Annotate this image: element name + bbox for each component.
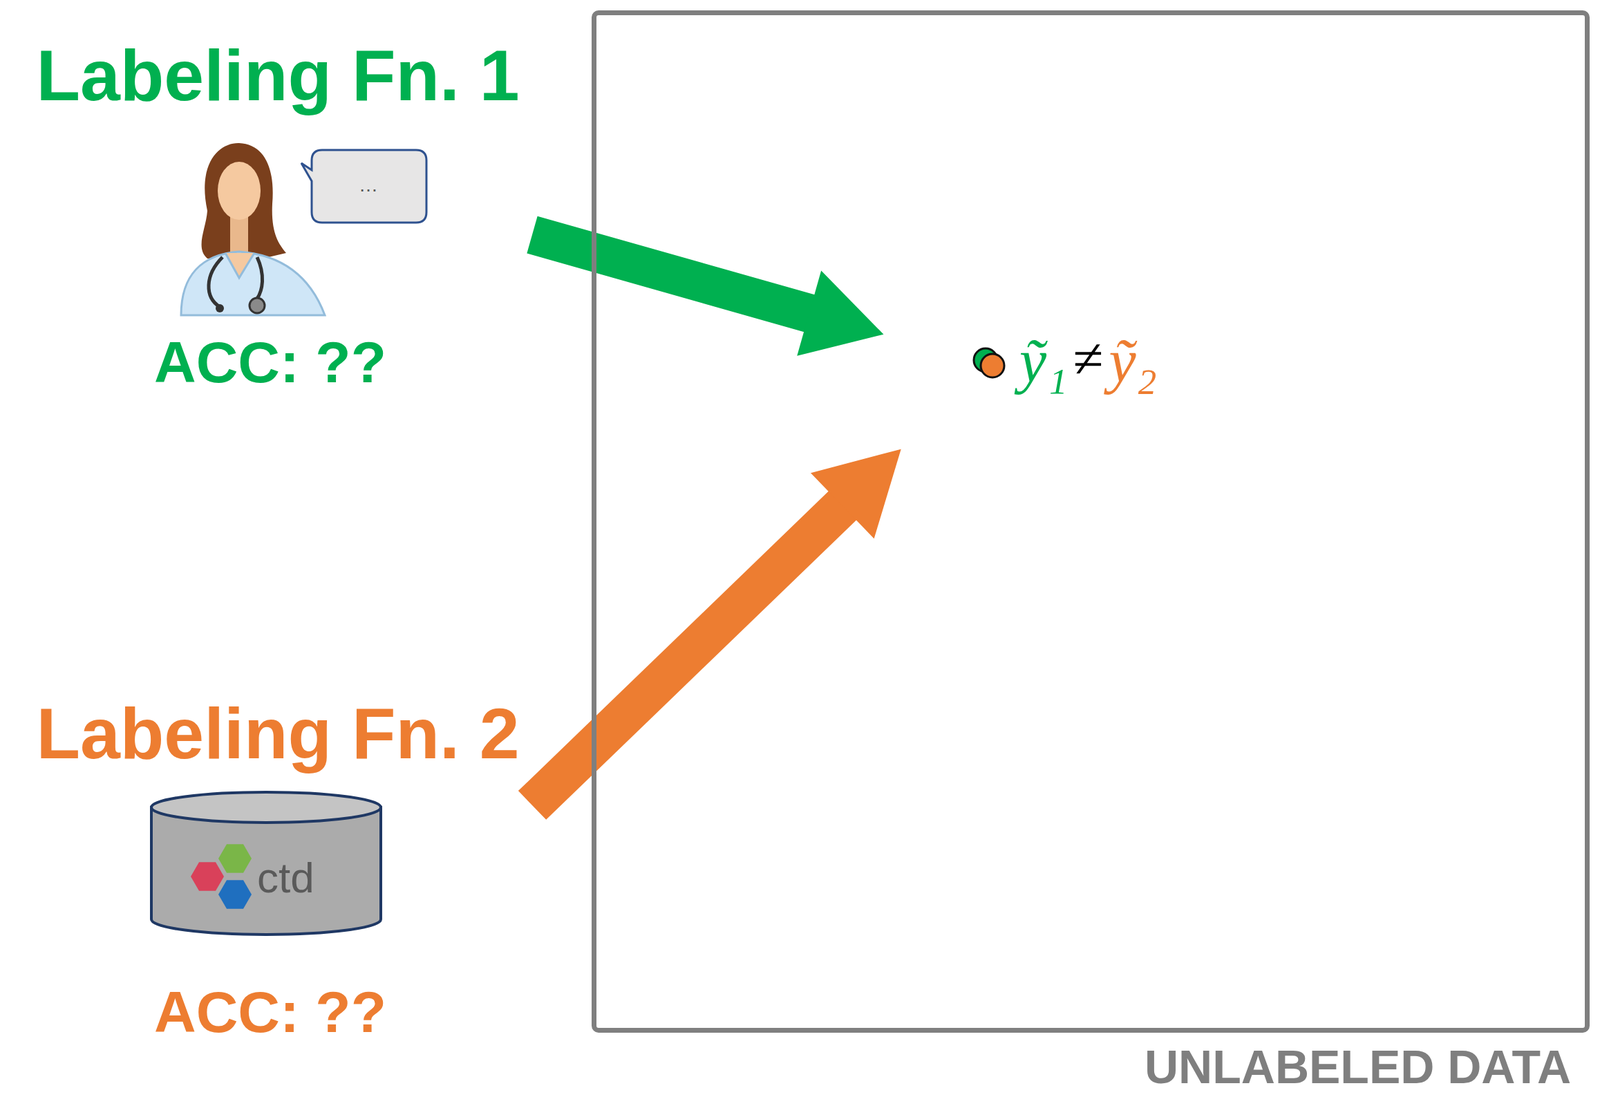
arrow-connector — [532, 234, 884, 356]
database-cylinder — [151, 792, 381, 935]
accuracy-label: ACC: ?? — [154, 980, 387, 1044]
noisy-label: ỹ₁ — [1019, 328, 1068, 396]
data-point — [973, 348, 1005, 378]
stethoscope-head — [249, 297, 265, 314]
point-marker — [980, 353, 1005, 378]
arrow-shaft — [532, 234, 817, 316]
cylinder-top — [151, 792, 381, 823]
doctor-icon — [181, 143, 325, 316]
doctor-hair — [201, 143, 287, 259]
function-title: Labeling Fn. 1 — [35, 35, 520, 115]
unlabeled-data-box: UNLABELED DATAỹ₁≠ỹ₂ — [591, 10, 1590, 1033]
data-point-node: ỹ₁≠ỹ₂ — [891, 304, 1166, 443]
arrow-head — [796, 270, 884, 356]
labeling-function: Labeling Fn. 1 ACC: ?? — [20, 35, 533, 398]
logo-hexagon — [218, 843, 252, 873]
region-label: UNLABELED DATA — [1144, 1042, 1571, 1092]
arrow-head — [810, 449, 902, 539]
logo-text: ctd — [257, 854, 315, 902]
arrow-shaft — [532, 499, 849, 805]
function-title: Labeling Fn. 2 — [35, 693, 520, 773]
doctor-coat — [181, 251, 325, 316]
arrow-connector — [532, 449, 902, 806]
doctor-collar — [225, 252, 255, 278]
speech-bubble — [301, 149, 427, 223]
bubble-outline — [301, 149, 427, 223]
doctor-face — [217, 161, 261, 220]
bubble-text: … — [358, 174, 379, 197]
stethoscope-ear — [215, 304, 224, 313]
logo-hexagon — [190, 861, 224, 891]
labeling-function: Labeling Fn. 2 ctdACC: ?? — [20, 693, 533, 1048]
noisy-label: ỹ₂ — [1109, 328, 1158, 396]
not-equal-sign: ≠ — [1073, 328, 1104, 390]
logo-hexagon — [218, 879, 252, 909]
cylinder-body — [151, 807, 381, 935]
accuracy-label: ACC: ?? — [154, 330, 387, 394]
